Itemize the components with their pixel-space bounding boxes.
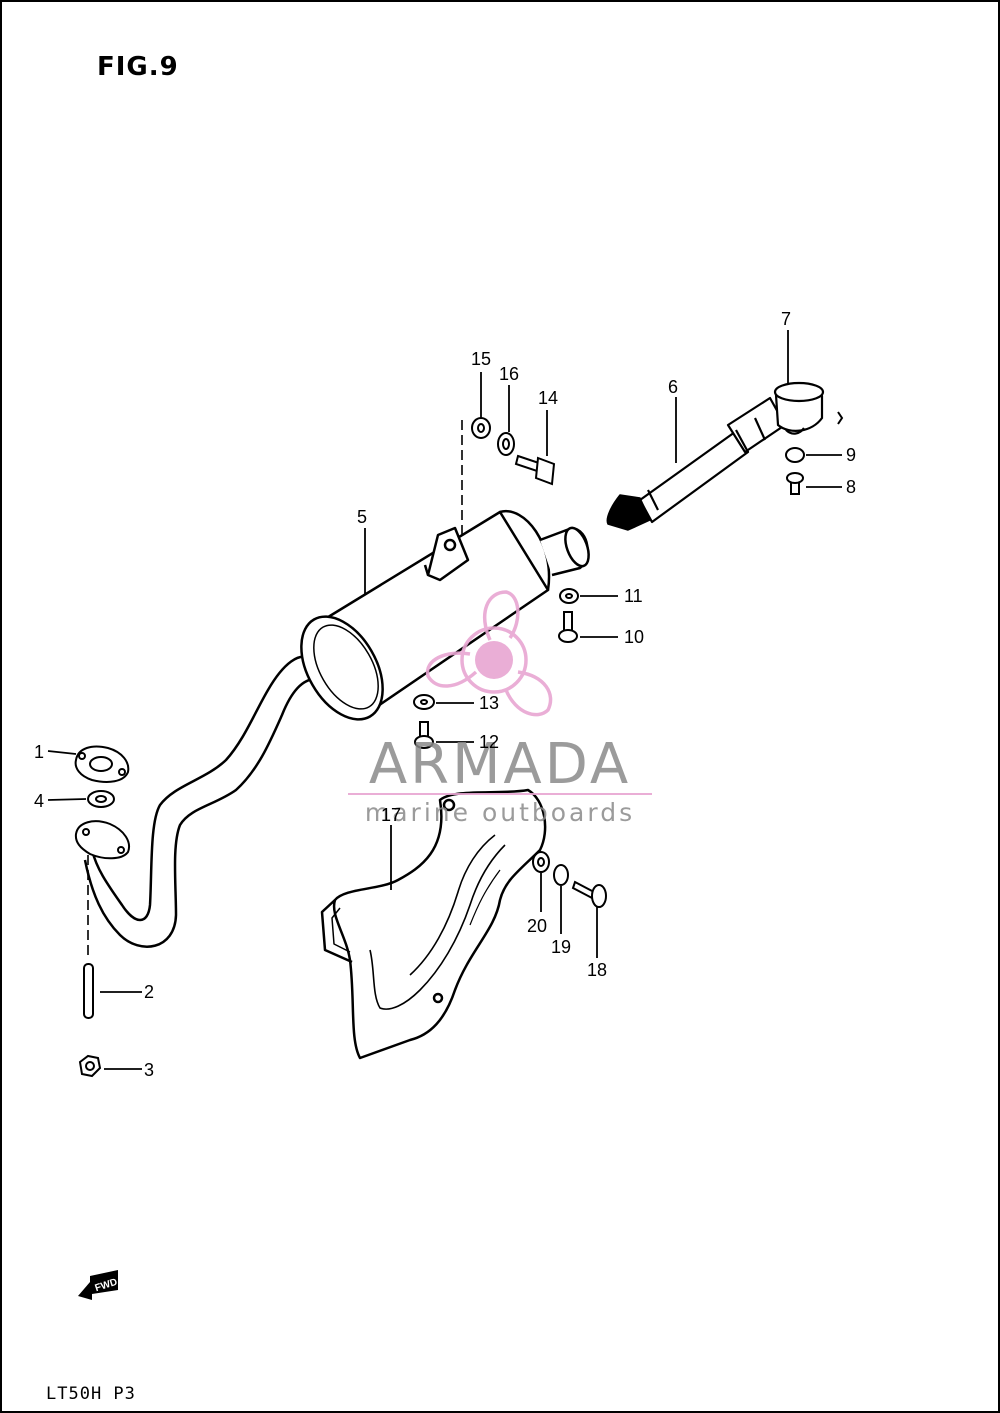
callout-4: 4 (34, 791, 45, 811)
callout-9: 9 (846, 445, 857, 465)
callout-1: 1 (34, 742, 45, 762)
muffler (300, 509, 590, 721)
callout-18: 18 (587, 960, 608, 980)
callout-16: 16 (499, 364, 520, 384)
callout-5: 5 (357, 507, 368, 527)
callout-12: 12 (479, 732, 500, 752)
callout-7: 7 (781, 309, 792, 329)
leader-lines (47, 330, 842, 1070)
callout-11: 11 (624, 586, 643, 606)
exhaust-pipe (83, 653, 329, 948)
callout-17: 17 (381, 805, 402, 825)
callout-13: 13 (479, 693, 500, 713)
fwd-arrow-icon (78, 1270, 118, 1300)
watermark-tagline: marine outboards (364, 798, 636, 827)
model-code: LT50H P3 (46, 1384, 136, 1404)
watermark-name: ARMADA (368, 732, 632, 797)
callout-6: 6 (668, 377, 679, 397)
callout-14: 14 (538, 388, 559, 408)
propeller-icon (425, 590, 553, 717)
spark-arrester-tube (606, 396, 787, 531)
callout-19: 19 (551, 937, 572, 957)
alignment-dashes (87, 420, 463, 960)
callout-10: 10 (624, 627, 645, 647)
figure-title: FIG.9 (97, 52, 179, 82)
callout-2: 2 (144, 982, 155, 1002)
callout-15: 15 (471, 349, 492, 369)
callout-3: 3 (144, 1060, 155, 1080)
callout-20: 20 (527, 916, 548, 936)
clip-mark (837, 411, 844, 425)
end-cap (773, 381, 825, 435)
callout-8: 8 (846, 477, 857, 497)
heat-shield (320, 788, 547, 1060)
